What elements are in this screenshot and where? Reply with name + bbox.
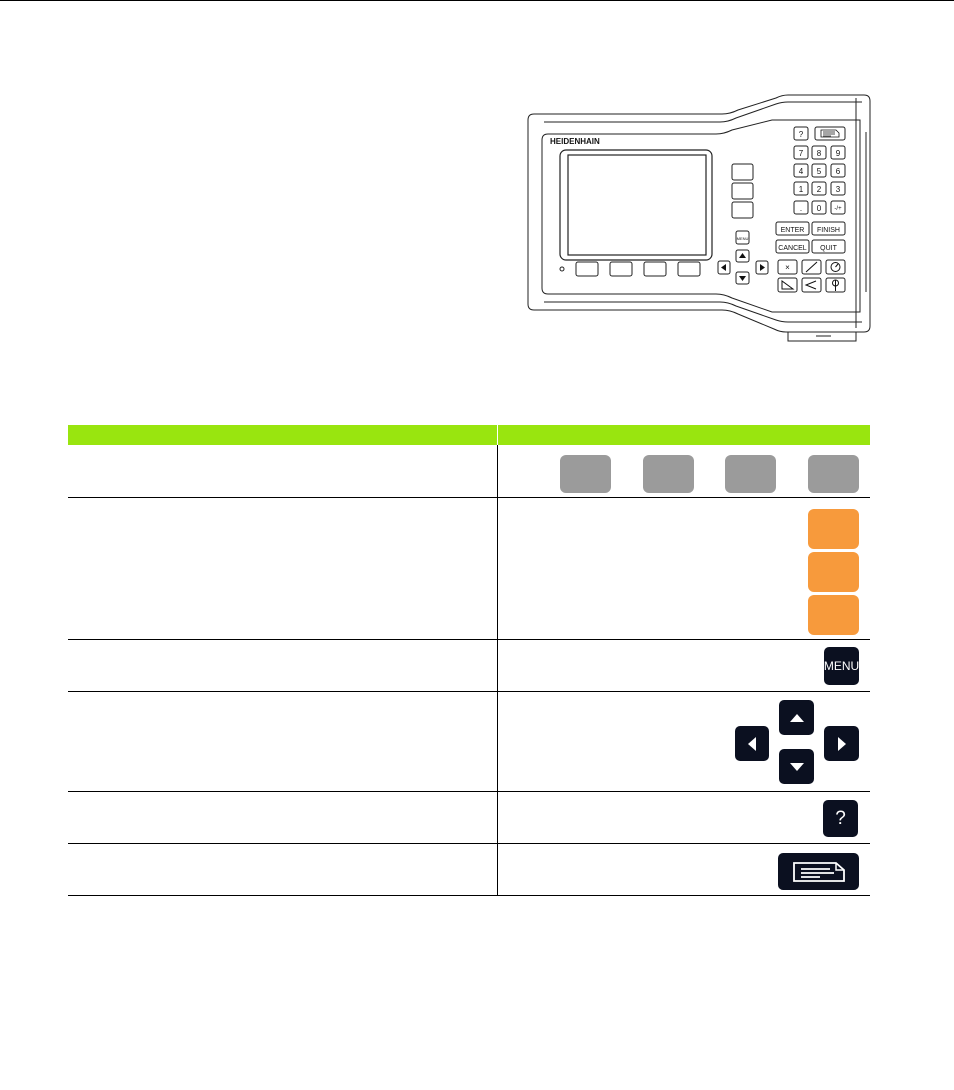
- svg-text:9: 9: [836, 149, 841, 158]
- softkey-2[interactable]: [643, 455, 694, 493]
- svg-text:4: 4: [799, 167, 804, 176]
- svg-text:5: 5: [817, 167, 822, 176]
- help-key[interactable]: ?: [823, 800, 858, 837]
- menu-key-label: MENU: [823, 659, 860, 673]
- row-divider: [68, 691, 870, 692]
- arrow-down-icon: [789, 762, 804, 771]
- device-quit-label: QUIT: [820, 245, 837, 252]
- device-axis-key: [731, 163, 754, 181]
- row-description: [68, 498, 496, 639]
- device-angle-key: [801, 277, 822, 293]
- device-screen-bezel: [559, 149, 713, 261]
- svg-text:8: 8: [817, 149, 822, 158]
- row-description: [68, 692, 496, 791]
- device-clear-key: [777, 259, 798, 275]
- device-brand: HEIDENHAIN: [550, 137, 600, 146]
- device-softkey: [677, 261, 701, 277]
- device-notes-key: [814, 126, 846, 141]
- arrow-up-key[interactable]: [779, 700, 814, 735]
- device-finish-label: FINISH: [817, 227, 840, 234]
- arrow-left-icon: [748, 736, 756, 751]
- svg-text:7: 7: [799, 149, 804, 158]
- device-front-panel: HEIDENHAIN MENU ? 7 8 9 4 5 6 1 2 3 . 0 …: [527, 94, 871, 342]
- row-keys: [497, 498, 871, 639]
- notes-page-icon: [792, 861, 845, 882]
- device-axis-key: [731, 201, 754, 219]
- device-cancel-key: [775, 239, 810, 254]
- row-divider: [68, 639, 870, 640]
- arrow-left-key[interactable]: [735, 726, 769, 761]
- softkey-4[interactable]: [808, 455, 859, 493]
- svg-text:2: 2: [817, 185, 822, 194]
- axis-key-1[interactable]: [808, 509, 859, 549]
- notes-key[interactable]: [778, 853, 859, 890]
- row-description: [68, 640, 496, 691]
- table-bottom-rule: [68, 895, 870, 896]
- softkey-3[interactable]: [725, 455, 776, 493]
- row-divider: [68, 843, 870, 844]
- top-rule: [0, 0, 954, 1]
- table-row: [68, 692, 870, 791]
- device-axis-key: [731, 182, 754, 200]
- row-divider: [68, 791, 870, 792]
- svg-text:3: 3: [836, 185, 841, 194]
- row-divider: [68, 497, 870, 498]
- device-cancel-label: CANCEL: [778, 245, 807, 252]
- device-help-key-label: ?: [799, 130, 804, 139]
- row-description: [68, 445, 496, 497]
- svg-text:0: 0: [817, 204, 822, 213]
- table-row: [68, 445, 870, 497]
- device-screen: [567, 154, 707, 256]
- table-row: MENU: [68, 640, 870, 691]
- row-description: [68, 844, 496, 895]
- device-enter-key: [775, 221, 810, 236]
- table-row: [68, 844, 870, 895]
- device-menu-key: [735, 230, 750, 245]
- device-enter-label: ENTER: [781, 227, 805, 234]
- arrow-down-key[interactable]: [779, 749, 814, 784]
- table-header: [68, 425, 870, 445]
- device-softkey: [609, 261, 633, 277]
- axis-key-3[interactable]: [808, 595, 859, 635]
- svg-text:.: .: [800, 204, 802, 213]
- row-keys: [497, 844, 871, 895]
- device-clear-label: ×: [785, 263, 790, 272]
- device-softkey: [643, 261, 667, 277]
- device-quit-key: [811, 239, 846, 254]
- arrow-right-icon: [837, 736, 846, 751]
- device-finish-key: [811, 221, 846, 236]
- row-description: [68, 792, 496, 843]
- arrow-right-key[interactable]: [824, 726, 859, 761]
- row-keys: MENU: [497, 640, 871, 691]
- device-digit-keys: 7 8 9 4 5 6 1 2 3 . 0 -/+: [793, 145, 846, 215]
- softkey-1[interactable]: [560, 455, 611, 493]
- device-menu-key-label: MENU: [737, 236, 749, 241]
- table-row: [68, 498, 870, 639]
- device-power-led: [559, 266, 565, 272]
- svg-text:6: 6: [836, 167, 841, 176]
- svg-text:-/+: -/+: [834, 206, 842, 212]
- table-row: ?: [68, 792, 870, 843]
- help-key-label: ?: [835, 807, 846, 829]
- row-keys: [497, 445, 871, 497]
- arrow-up-icon: [789, 713, 804, 722]
- axis-key-2[interactable]: [808, 552, 859, 592]
- menu-key[interactable]: MENU: [824, 647, 859, 685]
- svg-text:1: 1: [799, 185, 804, 194]
- row-keys: ?: [497, 792, 871, 843]
- device-softkey: [575, 261, 599, 277]
- row-keys: [497, 692, 871, 791]
- device-help-key: [793, 126, 809, 141]
